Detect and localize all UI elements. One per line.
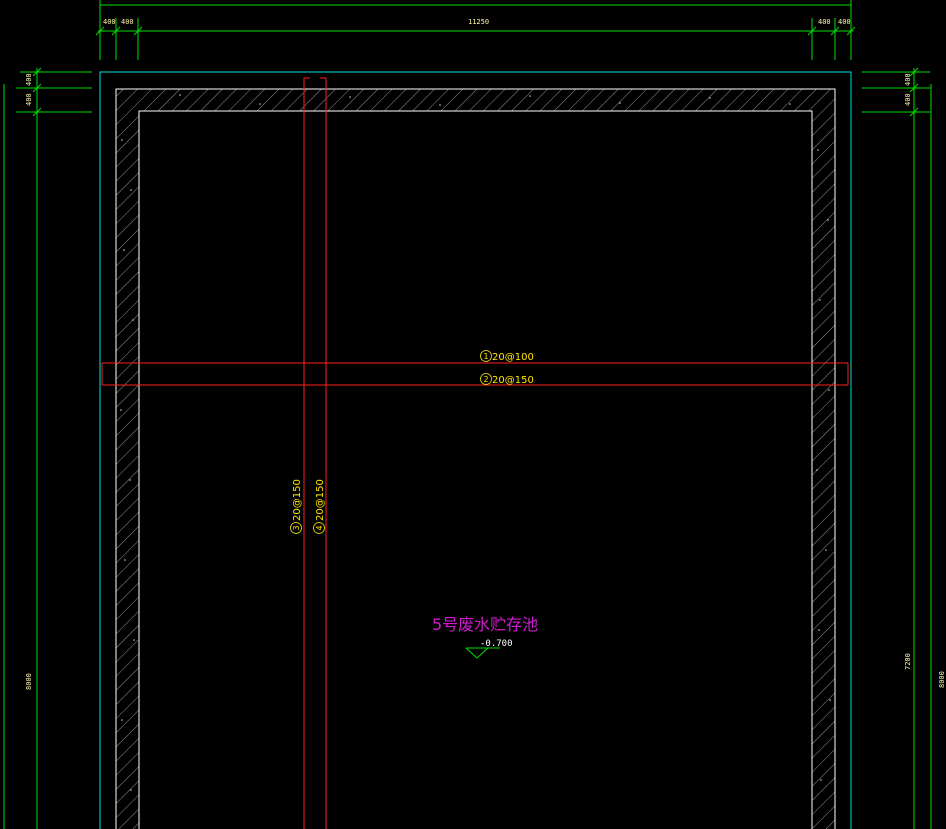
pool-walls (99, 71, 852, 829)
rebar-h1-number: 1 (484, 352, 489, 361)
rebar-v2-label: 20@150 (315, 479, 326, 521)
rebar-label-v1: 3 20@150 (290, 479, 303, 534)
dim-left-top-a: 400 (25, 73, 33, 86)
wall-hatch (116, 89, 835, 829)
dim-left-top-b: 400 (25, 93, 33, 106)
dim-top-right-inner: 400 (818, 18, 831, 26)
dim-left-vertical: 8000 (25, 673, 33, 690)
rebar-lines (101, 77, 849, 829)
dim-top-left-outer: 400 (103, 18, 116, 26)
rebar-label-h1: 1 20@100 (480, 350, 534, 363)
rebar-v2-number: 4 (315, 525, 324, 530)
rebar-v1-number: 3 (292, 525, 301, 530)
slab-outline (99, 71, 852, 829)
dim-right-top-b: 400 (904, 93, 912, 106)
dim-right-top-a: 400 (904, 73, 912, 86)
elevation-marker: -0.700 (465, 639, 513, 659)
rebar-v1-label: 20@150 (292, 479, 303, 521)
dimension-lines (3, 0, 932, 829)
rebar-h1-label: 20@100 (492, 352, 534, 363)
dim-top-right-outer: 400 (838, 18, 851, 26)
dim-top-main: 11250 (468, 18, 489, 26)
dim-right-vertical-a: 7200 (904, 653, 912, 670)
dim-top-left-inner: 400 (121, 18, 134, 26)
wall-outer-face (115, 88, 836, 829)
rebar-h2-label: 20@150 (492, 375, 534, 386)
elevation-value: -0.700 (480, 639, 513, 649)
pool-title: 5号废水贮存池 (432, 615, 538, 634)
rebar-label-v2: 4 20@150 (313, 479, 326, 534)
wall-inner-face (138, 110, 813, 829)
rebar-h2-number: 2 (484, 375, 489, 384)
dim-right-vertical-b: 8000 (938, 671, 946, 688)
rebar-label-h2: 2 20@150 (480, 373, 534, 386)
concrete-speckles (120, 94, 831, 791)
